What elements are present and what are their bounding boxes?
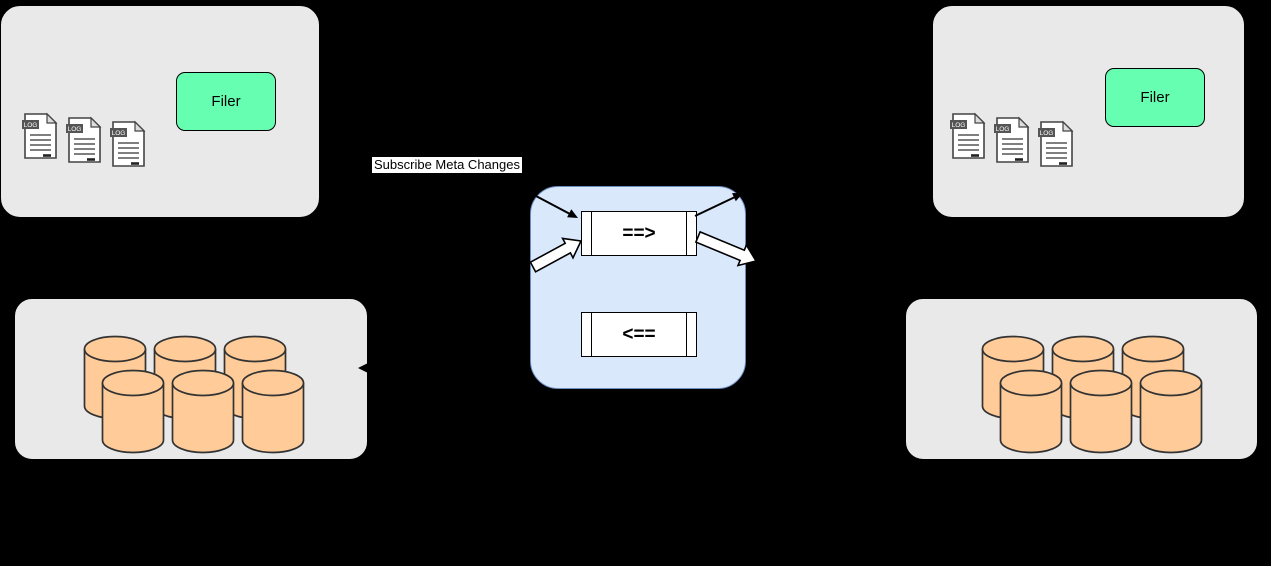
subscribe-meta-changes-label: Subscribe Meta Changes — [372, 157, 522, 173]
log-file-icon: LOG — [1038, 120, 1074, 167]
volume-cylinder — [241, 369, 305, 454]
queue-endcap — [591, 211, 592, 256]
queue-forward-label: ==> — [622, 222, 656, 244]
queue-endcap — [591, 312, 592, 357]
volume-cylinder — [1069, 369, 1133, 454]
filer-cluster-right: LOG LOG LOG Filer — [932, 5, 1245, 218]
queue-forward: ==> — [581, 211, 697, 256]
log-file-icon: LOG — [950, 112, 986, 159]
log-badge — [22, 120, 39, 129]
filer-cluster-left: LOG LOG LOG Filer — [0, 5, 320, 218]
volume-cylinder — [101, 369, 165, 454]
log-file-icon: LOG — [110, 120, 146, 167]
filer-node-right: Filer — [1105, 68, 1205, 127]
log-badge-text: LOG — [68, 126, 82, 133]
log-file-icon: LOG — [66, 116, 102, 163]
queue-backward-label: <== — [622, 323, 656, 345]
queue-endcap — [686, 312, 687, 357]
log-file-icon: LOG — [22, 112, 58, 159]
volume-cluster-left — [14, 298, 368, 460]
log-badge-text: LOG — [996, 126, 1010, 133]
volume-cluster-right — [905, 298, 1258, 460]
queue-backward: <== — [581, 312, 697, 357]
log-badge-text: LOG — [112, 130, 126, 137]
log-badge — [1038, 128, 1055, 137]
volume-cylinder — [999, 369, 1063, 454]
message-queue-panel: ==> <== — [530, 186, 746, 389]
log-badge — [110, 128, 127, 137]
log-badge — [66, 124, 83, 133]
log-badge-text: LOG — [1040, 130, 1054, 137]
log-badge — [950, 120, 967, 129]
log-badge — [994, 124, 1011, 133]
log-badge-text: LOG — [952, 122, 966, 129]
log-badge-text: LOG — [24, 122, 38, 129]
log-file-icon: LOG — [994, 116, 1030, 163]
queue-endcap — [686, 211, 687, 256]
volume-cylinder — [171, 369, 235, 454]
volume-cylinder — [1139, 369, 1203, 454]
filer-node-left: Filer — [176, 72, 276, 131]
